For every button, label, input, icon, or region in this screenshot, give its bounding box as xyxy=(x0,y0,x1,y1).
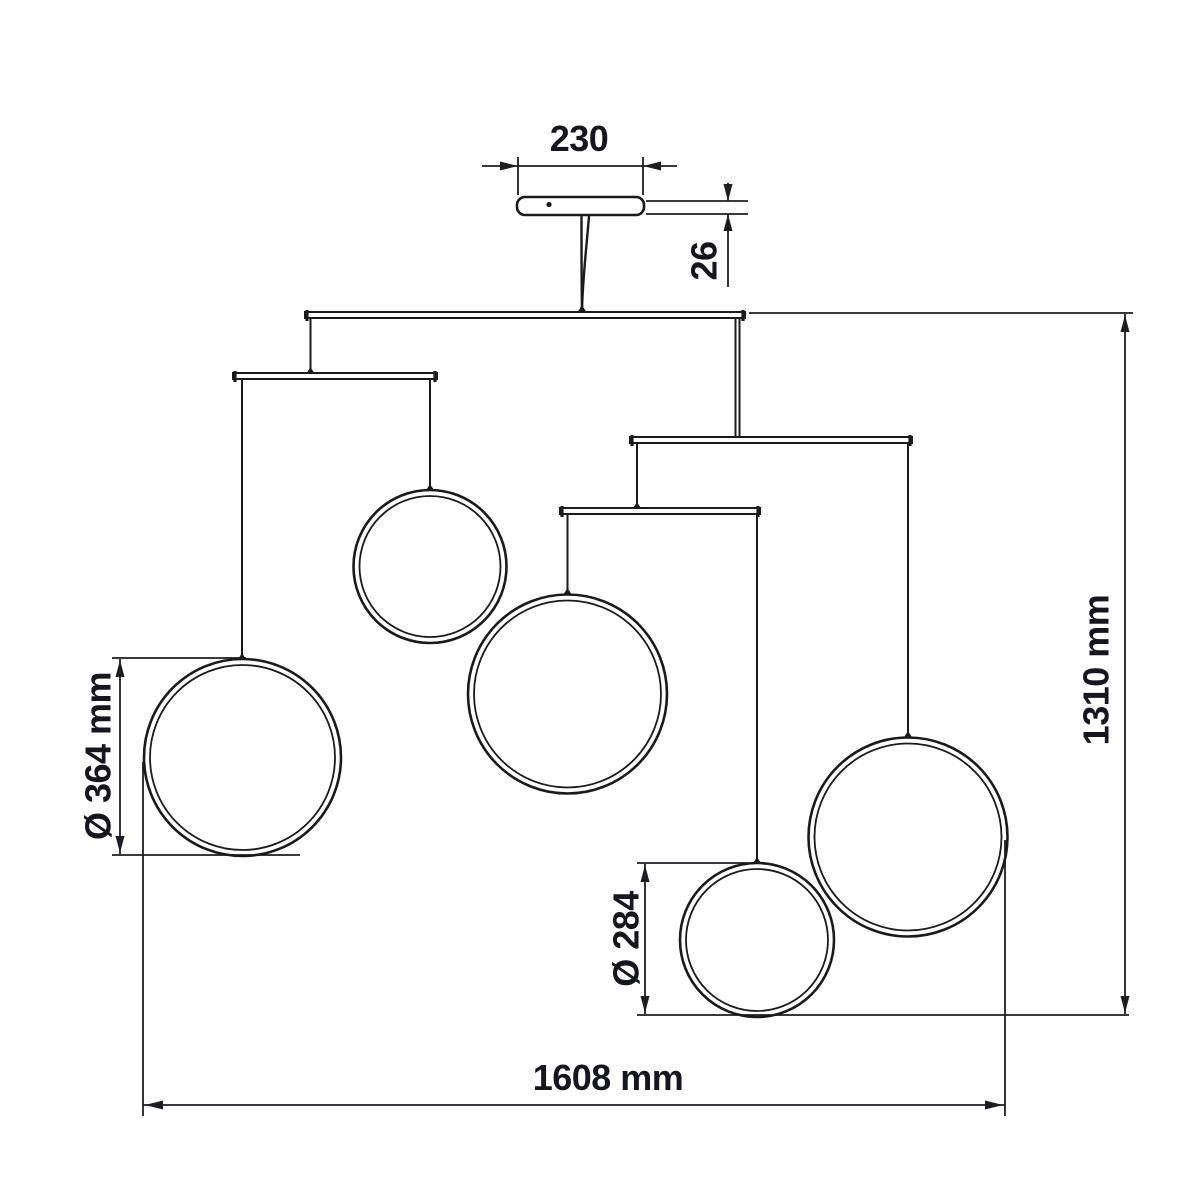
arm-right xyxy=(629,435,913,446)
canopy-screw-dot xyxy=(546,201,552,208)
arm-middle-bar xyxy=(559,507,761,515)
arrowhead-down-icon xyxy=(1120,996,1130,1013)
arm-right-bar xyxy=(629,436,913,444)
ceiling-canopy xyxy=(515,195,646,217)
arm-left-bar xyxy=(232,372,438,380)
arrowhead-up-icon xyxy=(640,865,650,882)
arrowhead-up-icon xyxy=(115,660,125,677)
canopy-body xyxy=(515,195,646,217)
dimension-canopy-width: 230 xyxy=(482,118,677,195)
arm-left xyxy=(232,371,438,382)
light-ring-small-upper xyxy=(352,488,508,645)
arrowhead-left-icon xyxy=(145,1100,163,1110)
overall-width-label: 1608 mm xyxy=(533,1057,684,1098)
light-ring-large-left xyxy=(142,657,343,858)
arrowhead-down-icon xyxy=(115,836,125,853)
dimension-overall-width: 1608 mm xyxy=(142,762,1006,1116)
arrowhead-right-icon xyxy=(985,1100,1003,1110)
light-ring-large-right xyxy=(807,736,1009,938)
arrowhead-down-icon xyxy=(640,996,650,1013)
suspension-cable xyxy=(580,215,591,312)
arrowhead-down-icon xyxy=(723,184,733,201)
arm-main-bar xyxy=(304,311,746,319)
canopy-width-label: 230 xyxy=(550,118,609,159)
dimension-large-ring: Ø 364 mm xyxy=(78,657,300,856)
dimension-canopy-thickness: 26 xyxy=(646,183,748,287)
overall-height-label: 1310 mm xyxy=(1076,595,1117,746)
arrowhead-up-icon xyxy=(723,214,733,231)
drop-wire-double xyxy=(734,318,741,437)
canopy-thickness-label: 26 xyxy=(684,241,725,280)
light-ring-small-lower xyxy=(678,861,836,1019)
arrowhead-up-icon xyxy=(1120,315,1130,332)
arm-main xyxy=(304,310,746,321)
arm-middle xyxy=(559,506,761,517)
dimension-overall-height: 1310 mm xyxy=(749,312,1133,1014)
large-ring-diameter-label: Ø 364 mm xyxy=(78,672,119,840)
light-ring-large-center xyxy=(466,593,669,795)
arrowhead-right-icon xyxy=(500,161,518,171)
small-ring-diameter-label: Ø 284 xyxy=(606,891,647,987)
dimension-small-ring: Ø 284 xyxy=(606,862,1129,1016)
arrowhead-left-icon xyxy=(643,161,661,171)
